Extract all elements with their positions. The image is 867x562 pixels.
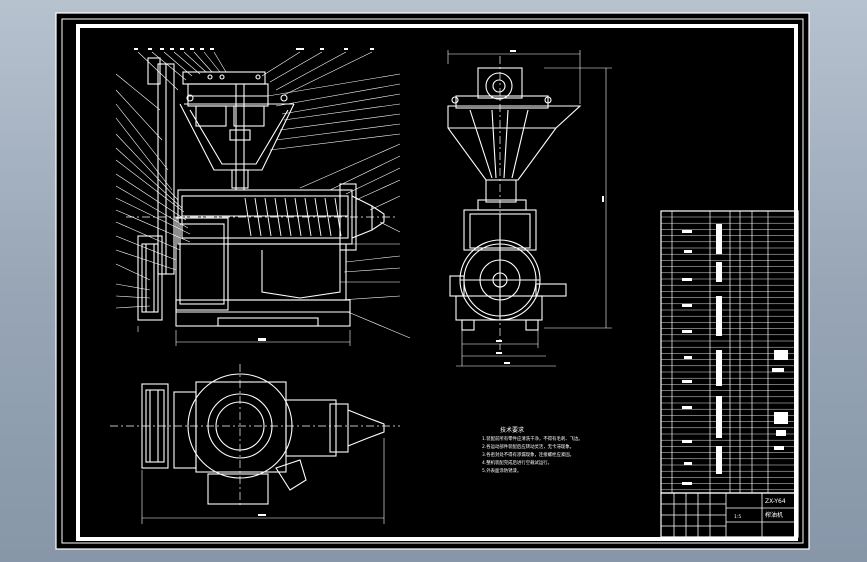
title-block-name: ZX-Y64 bbox=[765, 498, 786, 505]
title-block-subtitle: 榨油机 bbox=[765, 511, 783, 519]
outer-frame bbox=[61, 18, 804, 544]
drawing-sheet bbox=[55, 12, 810, 550]
parts-list-rows bbox=[661, 216, 798, 491]
leader-lines-left bbox=[115, 73, 191, 309]
tech-req-line-1: 1.装配前所有零件应清洗干净，不得有毛刺、飞边。 bbox=[482, 435, 583, 442]
leader-lines-right bbox=[267, 73, 411, 339]
top-view bbox=[110, 364, 400, 524]
tech-req-heading: 技术要求 bbox=[500, 426, 524, 434]
technical-requirements: 技术要求 1.装配前所有零件应清洗干净，不得有毛刺、飞边。 2.各运动部件装配后… bbox=[482, 426, 583, 474]
inner-frame bbox=[76, 24, 798, 541]
title-block bbox=[660, 492, 799, 538]
side-view bbox=[447, 50, 612, 367]
top-view-dim-mark bbox=[258, 514, 266, 516]
parts-list-entries bbox=[682, 224, 788, 485]
leader-lines-top bbox=[137, 51, 373, 97]
part-number-marks bbox=[134, 48, 374, 50]
title-block-scale: 1:5 bbox=[734, 514, 741, 520]
tech-req-line-4: 4.整机装配完成后进行空载试运行。 bbox=[482, 459, 552, 466]
side-view-dim-marks bbox=[496, 50, 604, 364]
tech-req-line-2: 2.各运动部件装配后应转动灵活，无卡滞现象。 bbox=[482, 443, 574, 450]
tech-req-line-5: 5.外表面涂防锈漆。 bbox=[482, 467, 521, 474]
parts-list bbox=[660, 210, 799, 494]
tech-req-line-3: 3.各密封处不得有渗漏现象，连接螺栓应紧固。 bbox=[482, 451, 574, 458]
front-view bbox=[126, 57, 396, 346]
